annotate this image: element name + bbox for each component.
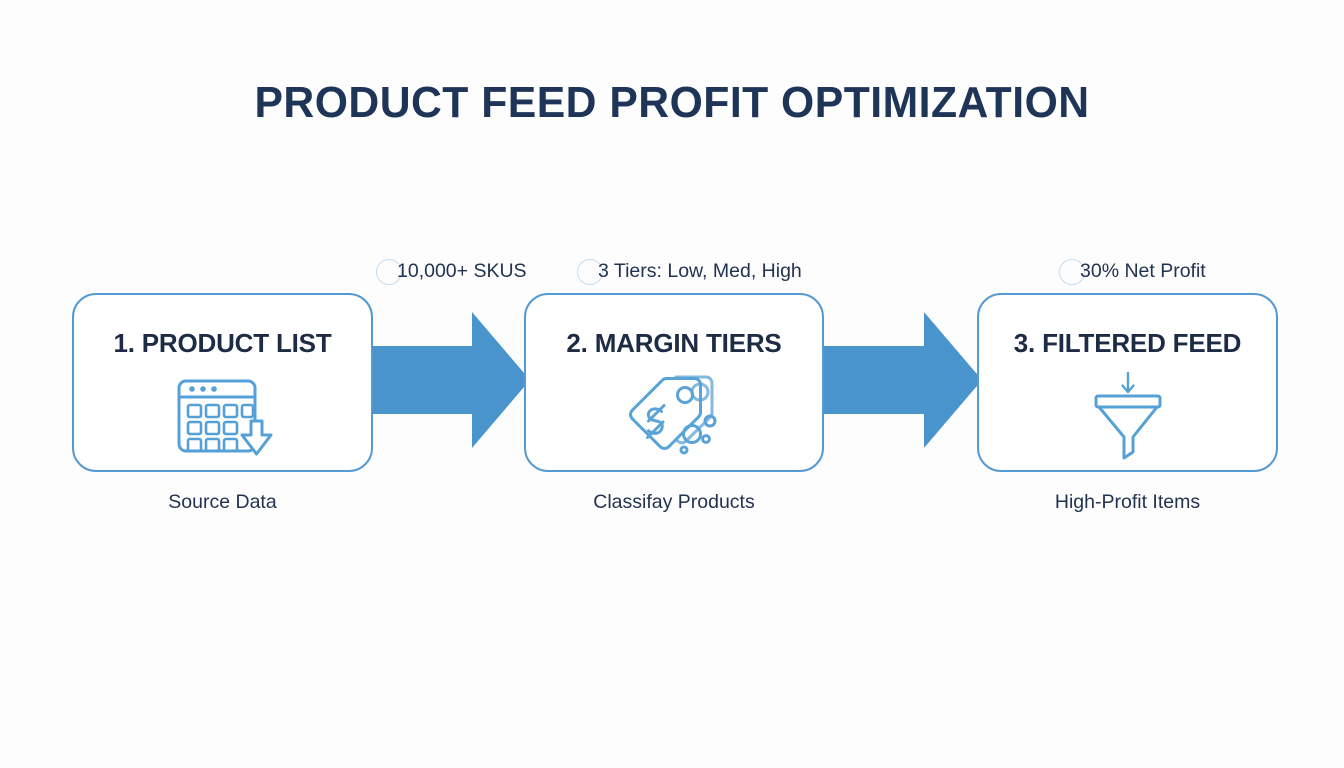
card-title: 1. PRODUCT LIST bbox=[113, 328, 332, 358]
step-card-margin-tiers[interactable]: 2. MARGIN TIERS bbox=[524, 293, 824, 472]
price-tags-dollar-icon bbox=[614, 371, 734, 459]
caption-step-2: Classifay Products bbox=[593, 491, 755, 513]
product-grid-download-icon bbox=[171, 371, 275, 459]
annotation-label: 10,000+ SKUS bbox=[397, 260, 527, 283]
card-title: 2. MARGIN TIERS bbox=[566, 328, 782, 358]
bullet-circle-icon bbox=[376, 259, 402, 285]
caption-step-1: Source Data bbox=[168, 491, 277, 513]
card-title: 3. FILTERED FEED bbox=[1013, 328, 1242, 358]
arrow-2-to-3 bbox=[820, 312, 982, 448]
bullet-circle-icon bbox=[1059, 259, 1085, 285]
step-card-product-list[interactable]: 1. PRODUCT LIST bbox=[72, 293, 373, 472]
page-title: PRODUCT FEED PROFIT OPTIMIZATION bbox=[254, 78, 1090, 127]
annotation-label: 30% Net Profit bbox=[1080, 260, 1206, 283]
step-card-filtered-feed[interactable]: 3. FILTERED FEED bbox=[977, 293, 1278, 472]
annotation-step-2: 3 Tiers: Low, Med, High bbox=[577, 259, 802, 285]
annotation-step-3: 30% Net Profit bbox=[1059, 259, 1206, 285]
funnel-filter-icon bbox=[1080, 371, 1176, 463]
caption-step-3: High-Profit Items bbox=[1054, 491, 1201, 513]
annotation-step-1: 10,000+ SKUS bbox=[376, 259, 527, 285]
annotation-label: 3 Tiers: Low, Med, High bbox=[598, 260, 802, 283]
arrow-1-to-2 bbox=[368, 312, 530, 448]
bullet-circle-icon bbox=[577, 259, 603, 285]
